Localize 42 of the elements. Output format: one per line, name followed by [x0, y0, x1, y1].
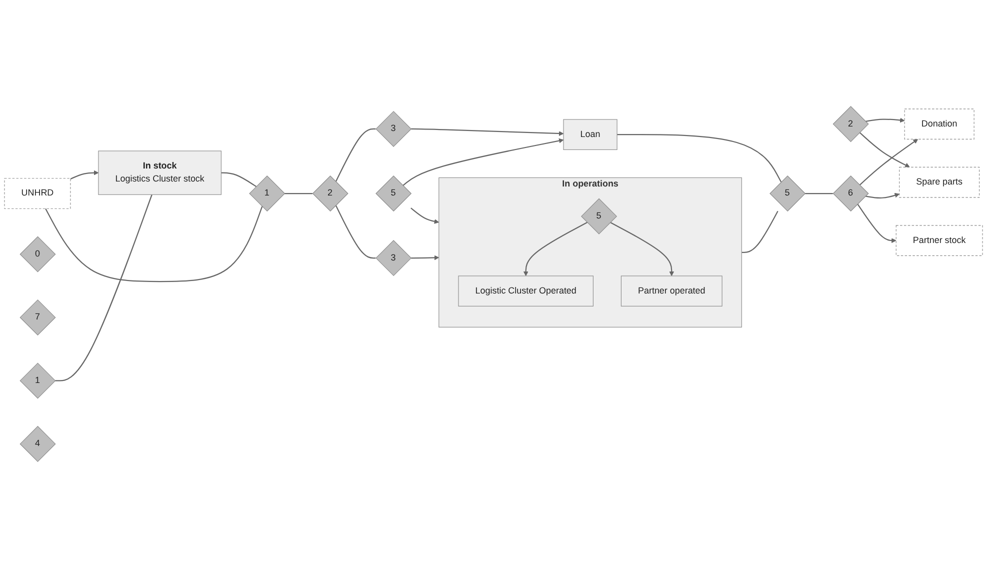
connector: [55, 194, 152, 382]
node-diamond: 7: [20, 299, 56, 336]
arrow: [410, 208, 440, 224]
node-diamond: 5: [770, 176, 806, 212]
arrow: [865, 118, 905, 123]
node-box: Donation: [904, 108, 974, 140]
connector: [45, 206, 263, 282]
node-diamond: 1: [20, 362, 56, 399]
node-box: Logistic Cluster Operated: [458, 276, 594, 306]
node-diamond: 6: [832, 176, 869, 212]
node-diamond: 0: [20, 236, 56, 272]
arrow: [410, 128, 564, 136]
node-diamond: 3: [376, 110, 412, 147]
connector: [284, 192, 312, 194]
arrow: [523, 222, 588, 276]
node-diamond: 2: [312, 176, 348, 212]
node-diamond: 3: [376, 240, 412, 276]
arrow: [410, 255, 440, 260]
node-diamond: 2: [832, 106, 869, 142]
node-box: In stock Logistics Cluster stock: [98, 150, 222, 195]
arrow: [859, 132, 910, 168]
arrow: [70, 170, 99, 180]
connector: [617, 134, 782, 182]
arrow: [859, 138, 918, 186]
connector: [221, 172, 256, 187]
connector: [804, 192, 833, 194]
node-diamond: 1: [249, 176, 286, 212]
connector: [335, 128, 376, 182]
arrow: [857, 204, 896, 244]
node-box: Loan: [563, 119, 618, 150]
node-diamond: 4: [20, 426, 56, 462]
arrow: [865, 192, 900, 198]
connector: [335, 205, 376, 259]
connector: [742, 210, 778, 253]
arrow: [402, 138, 564, 186]
node-box: Spare parts: [899, 166, 980, 198]
node-diamond: 5: [581, 198, 618, 234]
node-box: Partner operated: [620, 276, 722, 306]
arrow: [610, 222, 674, 276]
node-box: UNHRD: [4, 178, 71, 209]
node-box: Partner stock: [896, 225, 983, 256]
node-diamond: 5: [376, 176, 412, 212]
